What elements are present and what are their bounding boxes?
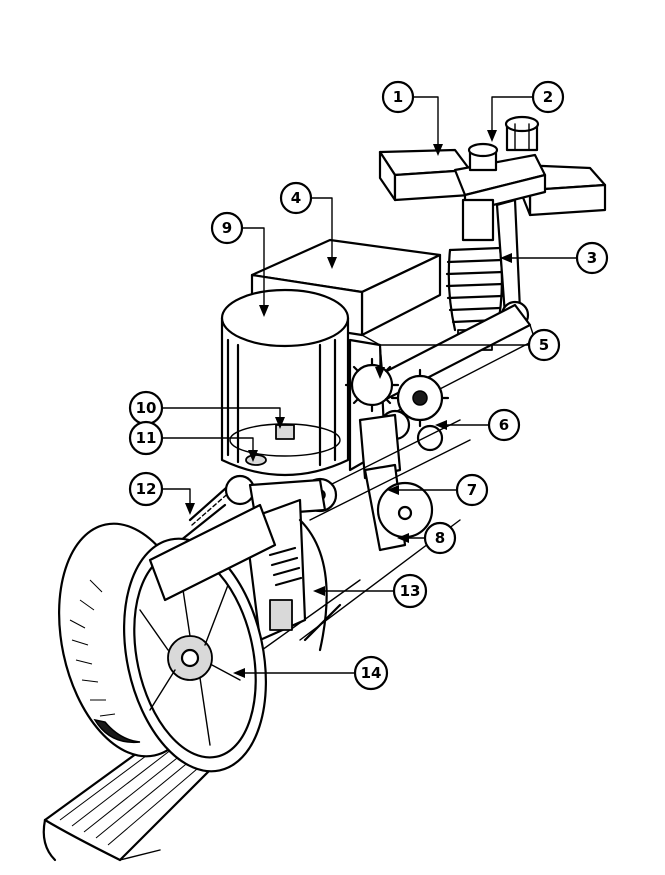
arrowhead-4 (327, 257, 337, 269)
callout-label-13: 13 (400, 582, 421, 600)
callout-label-9: 9 (222, 219, 232, 237)
arrowhead-9 (259, 305, 269, 317)
callout-label-4: 4 (291, 189, 301, 207)
callout-12: 12 (128, 471, 164, 507)
callout-7: 7 (455, 473, 489, 507)
arrowhead-14 (233, 668, 245, 678)
callout-11: 11 (128, 420, 164, 456)
callout-label-11: 11 (136, 429, 157, 447)
callout-14: 14 (353, 655, 389, 691)
callout-1: 1 (381, 80, 415, 114)
callout-label-7: 7 (467, 481, 477, 499)
callout-label-5: 5 (539, 336, 549, 354)
callout-label-6: 6 (499, 416, 509, 434)
arrowhead-13 (313, 586, 325, 596)
arrowhead-5 (375, 367, 385, 379)
arrowhead-6 (435, 420, 447, 430)
arrowhead-1 (433, 144, 443, 156)
leader-11 (161, 437, 254, 456)
leader-9 (241, 227, 265, 311)
callout-3: 3 (575, 241, 609, 275)
callout-label-10: 10 (136, 399, 157, 417)
arrowhead-7 (387, 485, 399, 495)
arrowhead-11 (248, 450, 258, 462)
arrowhead-12 (185, 503, 195, 515)
drive-chain (173, 474, 338, 547)
callout-9: 9 (210, 211, 244, 245)
callout-4: 4 (279, 181, 313, 215)
callout-label-14: 14 (361, 664, 382, 682)
leader-12 (161, 488, 191, 509)
callout-6: 6 (487, 408, 521, 442)
callout-2: 2 (531, 80, 565, 114)
callout-13: 13 (392, 573, 428, 609)
leader-lines (161, 96, 578, 678)
callout-8: 8 (423, 521, 457, 555)
leader-1 (412, 96, 439, 151)
callouts: 1 2 3 4 5 6 7 8 (128, 80, 609, 691)
arrowhead-10 (275, 417, 285, 429)
callout-label-3: 3 (587, 249, 597, 267)
leader-5 (379, 344, 530, 373)
leader-4 (310, 197, 333, 263)
arrowhead-8 (397, 533, 409, 543)
ground-wheel (58, 503, 277, 773)
callout-10: 10 (128, 390, 164, 426)
arrowhead-2 (487, 130, 497, 142)
callout-label-2: 2 (543, 88, 553, 106)
gear-cluster (344, 357, 450, 480)
callout-5: 5 (527, 328, 561, 362)
arrowhead-3 (500, 253, 512, 263)
leader-2 (491, 96, 534, 136)
callout-label-1: 1 (393, 88, 403, 106)
callout-label-12: 12 (136, 480, 157, 498)
callout-label-8: 8 (435, 529, 445, 547)
